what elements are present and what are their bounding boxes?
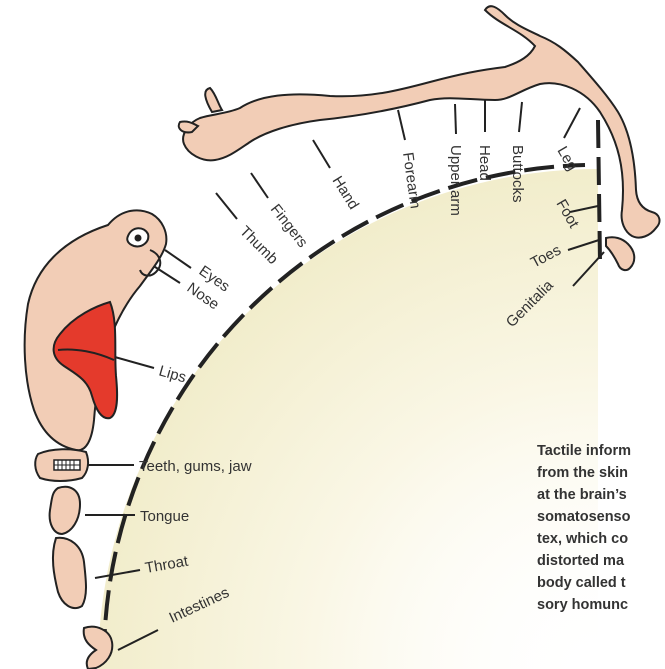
toe-figure <box>606 237 634 270</box>
label-thumb: Thumb <box>236 223 281 268</box>
label-upper-arm: Upper arm <box>447 145 464 216</box>
caption-line: sory homunc <box>537 597 628 613</box>
caption-line: from the skin <box>537 465 628 481</box>
tongue-figure <box>50 487 80 534</box>
label-head: Head <box>476 145 493 181</box>
caption-line: body called t <box>537 575 626 591</box>
caption-line: somatosenso <box>537 509 630 525</box>
label-tongue: Tongue <box>140 508 189 525</box>
label-lips: Lips <box>157 363 188 387</box>
caption-text: Tactile inform from the skin at the brai… <box>537 440 665 616</box>
label-fingers: Fingers <box>267 201 311 251</box>
throat-figure <box>53 538 86 608</box>
caption-line: tex, which co <box>537 531 628 547</box>
caption-line: Tactile inform <box>537 443 631 459</box>
label-buttocks: Buttocks <box>509 145 526 203</box>
caption-line: distorted ma <box>537 553 624 569</box>
label-teeth: Teeth, gums, jaw <box>139 458 252 475</box>
cortex-region <box>98 169 598 669</box>
label-forearm: Forearm <box>399 151 424 210</box>
label-hand: Hand <box>329 173 362 212</box>
pupil-figure <box>135 235 142 242</box>
caption-line: at the brain’s <box>537 487 627 503</box>
label-leg: Leg <box>554 144 581 174</box>
